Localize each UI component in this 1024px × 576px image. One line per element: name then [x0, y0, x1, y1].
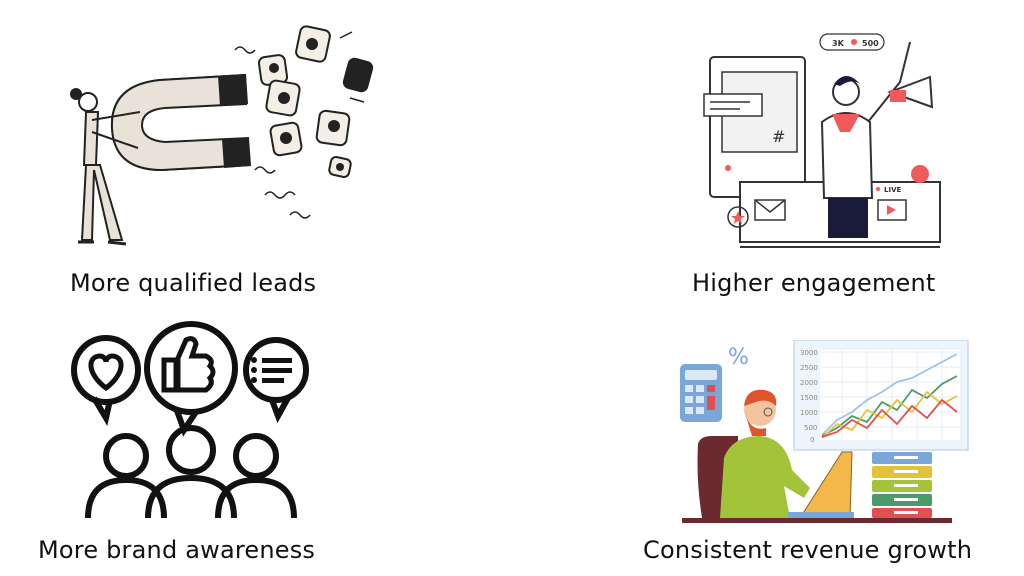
benefit-caption-revenue: Consistent revenue growth — [643, 536, 973, 564]
audience-feedback-icon — [71, 321, 309, 519]
y-tick: 3000 — [800, 349, 818, 357]
hashtag-label: # — [772, 127, 785, 146]
y-tick: 1500 — [800, 394, 818, 402]
magnet-leads-illustration — [50, 20, 390, 255]
y-tick: 1000 — [800, 409, 818, 417]
y-tick: 500 — [804, 424, 817, 432]
benefit-caption-awareness: More brand awareness — [38, 536, 316, 564]
y-tick: 2500 — [800, 364, 818, 372]
revenue-chart-icon: 3000 2500 2000 1500 1000 500 0 % — [680, 340, 969, 523]
awareness-illustration — [66, 318, 316, 523]
benefit-caption-leads: More qualified leads — [70, 269, 317, 297]
likes-count: 500 — [862, 39, 879, 48]
engagement-illustration: # LIVE 3K 500 — [700, 22, 945, 260]
live-label: LIVE — [884, 186, 901, 194]
megaphone-social-icon: # LIVE 3K 500 — [703, 33, 941, 248]
y-tick: 2000 — [800, 379, 818, 387]
revenue-illustration: 3000 2500 2000 1500 1000 500 0 % — [672, 340, 972, 525]
y-tick: 0 — [810, 436, 814, 444]
magnet-leads-icon — [70, 25, 374, 246]
percent-symbol: % — [728, 345, 749, 370]
benefit-caption-engagement: Higher engagement — [692, 269, 936, 297]
followers-count: 3K — [832, 39, 845, 48]
